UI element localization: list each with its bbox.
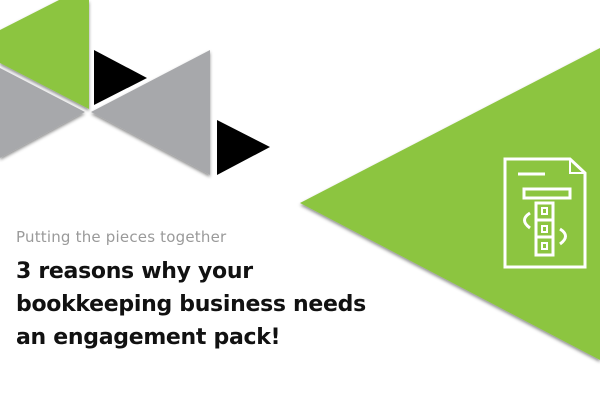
- gray-triangle-left: [0, 68, 85, 158]
- engagement-document-icon: [503, 157, 587, 269]
- green-shape-top-left: [0, 0, 89, 109]
- headline-line-3: an engagement pack!: [16, 325, 281, 350]
- gray-triangle-large: [91, 50, 210, 175]
- subtitle: Putting the pieces together: [16, 228, 227, 246]
- green-triangle-large: [300, 48, 600, 360]
- headline-line-1: 3 reasons why your: [16, 259, 253, 284]
- headline-line-2: bookkeeping business needs: [16, 292, 366, 317]
- black-triangle-small-2: [217, 120, 270, 175]
- black-triangle-small-1: [94, 50, 147, 105]
- headline: 3 reasons why your bookkeeping business …: [16, 255, 366, 354]
